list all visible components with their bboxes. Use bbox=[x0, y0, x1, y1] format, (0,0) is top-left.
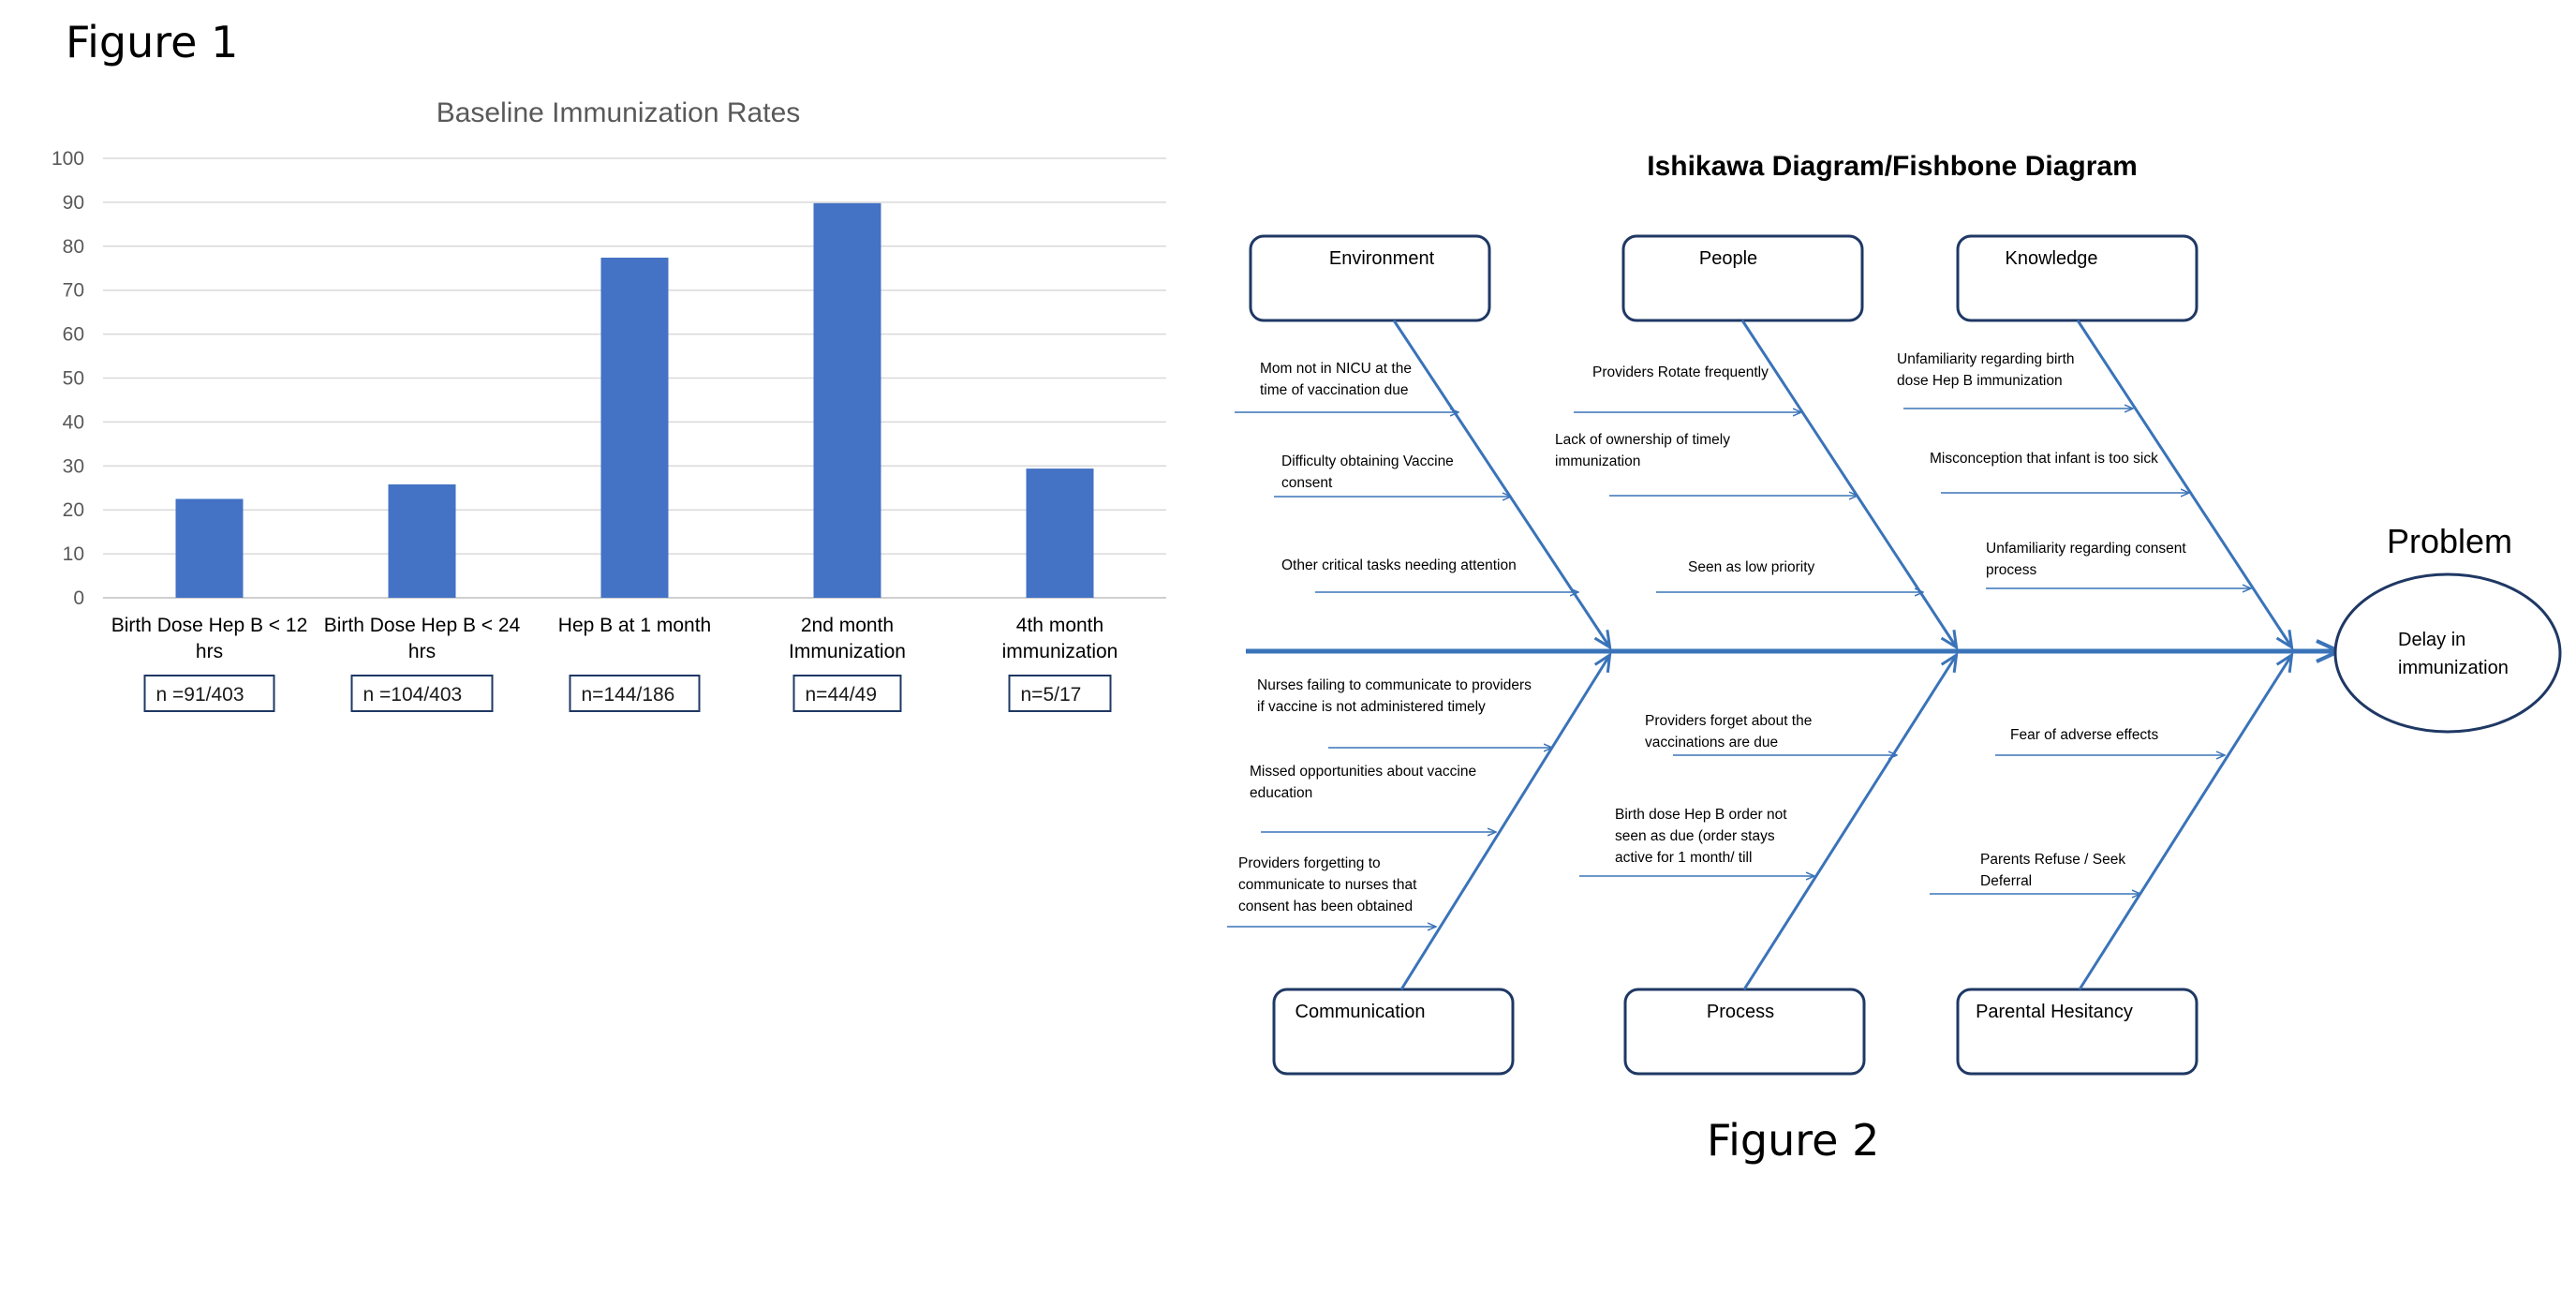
y-tick-label: 20 bbox=[63, 499, 84, 521]
sample-size-box bbox=[569, 675, 701, 712]
sample-size-label: n=5/17 bbox=[1021, 684, 1082, 706]
category-label-environment: Environment bbox=[1329, 248, 1435, 269]
bar bbox=[600, 257, 669, 598]
category-label-communication: Communication bbox=[1295, 1002, 1426, 1022]
x-tick-label: Hep B at 1 month bbox=[558, 615, 711, 636]
figure-2-label: Figure 2 bbox=[1707, 1115, 1880, 1166]
y-tick-label: 60 bbox=[63, 324, 84, 346]
category-box-people bbox=[1621, 234, 1864, 322]
sample-size-label: n=44/49 bbox=[806, 684, 878, 706]
category-box-environment bbox=[1249, 234, 1491, 322]
rib bbox=[2076, 320, 2291, 646]
sample-size-label: n =104/403 bbox=[363, 684, 463, 706]
sample-size-label: n =91/403 bbox=[156, 684, 244, 706]
rib bbox=[1740, 320, 1956, 646]
bar bbox=[813, 202, 881, 598]
cause-text-knowledge: Misconception that infant is too sick bbox=[1930, 451, 2158, 467]
sample-size-box bbox=[792, 675, 902, 712]
cause-text-people: Seen as low priority bbox=[1688, 559, 1815, 575]
rib bbox=[1392, 320, 1609, 646]
y-tick-label: 70 bbox=[63, 280, 84, 302]
y-tick-label: 10 bbox=[63, 543, 84, 565]
category-label-knowledge: Knowledge bbox=[2006, 248, 2098, 269]
chart-title: Baseline Immunization Rates bbox=[437, 97, 801, 128]
cause-text-environment: Other critical tasks needing attention bbox=[1281, 557, 1517, 573]
y-tick-label: 80 bbox=[63, 236, 84, 258]
cause-text-people: Providers Rotate frequently bbox=[1592, 364, 1769, 380]
sample-size-label: n=144/186 bbox=[582, 684, 675, 706]
rib bbox=[1742, 656, 1956, 990]
category-label-process: Process bbox=[1707, 1002, 1774, 1022]
y-tick-label: 40 bbox=[63, 411, 84, 433]
bar bbox=[388, 483, 456, 598]
category-label-people: People bbox=[1699, 248, 1757, 269]
rib bbox=[1399, 656, 1609, 990]
y-tick-label: 30 bbox=[63, 455, 84, 477]
sample-size-box bbox=[143, 675, 275, 712]
y-tick-label: 0 bbox=[73, 587, 84, 609]
diagram-title: Ishikawa Diagram/Fishbone Diagram bbox=[1647, 151, 2138, 182]
y-tick-label: 100 bbox=[52, 148, 84, 170]
bar bbox=[1026, 468, 1094, 598]
bar-chart: Baseline Immunization Rates 0 10 20 30 40 50 60… bbox=[52, 97, 1166, 712]
category-box-knowledge bbox=[1956, 234, 2198, 322]
problem-ellipse bbox=[2333, 572, 2562, 734]
category-label-parental: Parental Hesitancy bbox=[1976, 1002, 2133, 1022]
category-box-process bbox=[1623, 988, 1866, 1076]
cause-text-parental: Fear of adverse effects bbox=[2010, 727, 2158, 743]
y-tick-label: 50 bbox=[63, 368, 84, 390]
sample-size-box bbox=[1008, 675, 1112, 712]
problem-label: Problem bbox=[2387, 522, 2512, 560]
category-box-communication bbox=[1272, 988, 1515, 1076]
figure-1-label: Figure 1 bbox=[66, 17, 239, 67]
cause-text-communication: Nurses failing to communicate to provide… bbox=[1257, 677, 1532, 715]
sample-size-box bbox=[350, 675, 494, 712]
rib bbox=[2078, 656, 2291, 990]
bar bbox=[175, 498, 244, 598]
y-tick-label: 90 bbox=[63, 192, 84, 214]
category-box-parental bbox=[1956, 988, 2198, 1076]
